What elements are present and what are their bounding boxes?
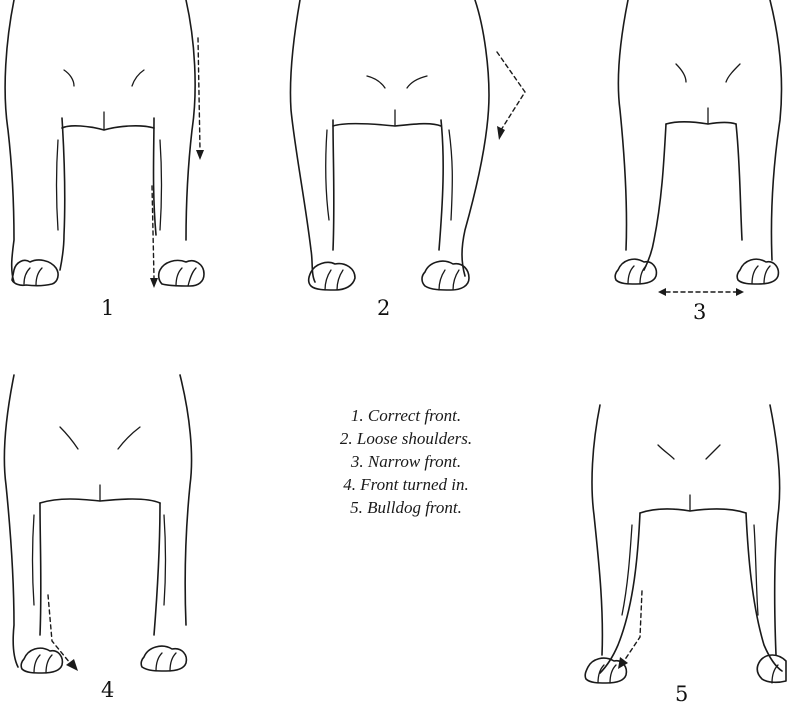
legend: 1. Correct front. 2. Loose shoulders. 3.… bbox=[296, 404, 516, 519]
figure-2-loose-shoulders bbox=[275, 0, 540, 300]
figure-4-front-turned-in bbox=[0, 375, 215, 685]
legend-item-1: 1. Correct front. bbox=[296, 404, 516, 427]
figure-4-number: 4 bbox=[101, 678, 114, 702]
figure-2-number: 2 bbox=[377, 296, 390, 320]
figure-3-number: 3 bbox=[693, 300, 706, 324]
legend-item-5: 5. Bulldog front. bbox=[296, 496, 516, 519]
figure-1-correct-front bbox=[0, 0, 215, 300]
figure-5-number: 5 bbox=[675, 682, 688, 706]
figure-3-narrow-front bbox=[588, 0, 788, 300]
legend-item-2: 2. Loose shoulders. bbox=[296, 427, 516, 450]
figure-5-bulldog-front bbox=[578, 405, 788, 695]
legend-item-3: 3. Narrow front. bbox=[296, 450, 516, 473]
figure-1-number: 1 bbox=[101, 296, 114, 320]
legend-item-4: 4. Front turned in. bbox=[296, 473, 516, 496]
